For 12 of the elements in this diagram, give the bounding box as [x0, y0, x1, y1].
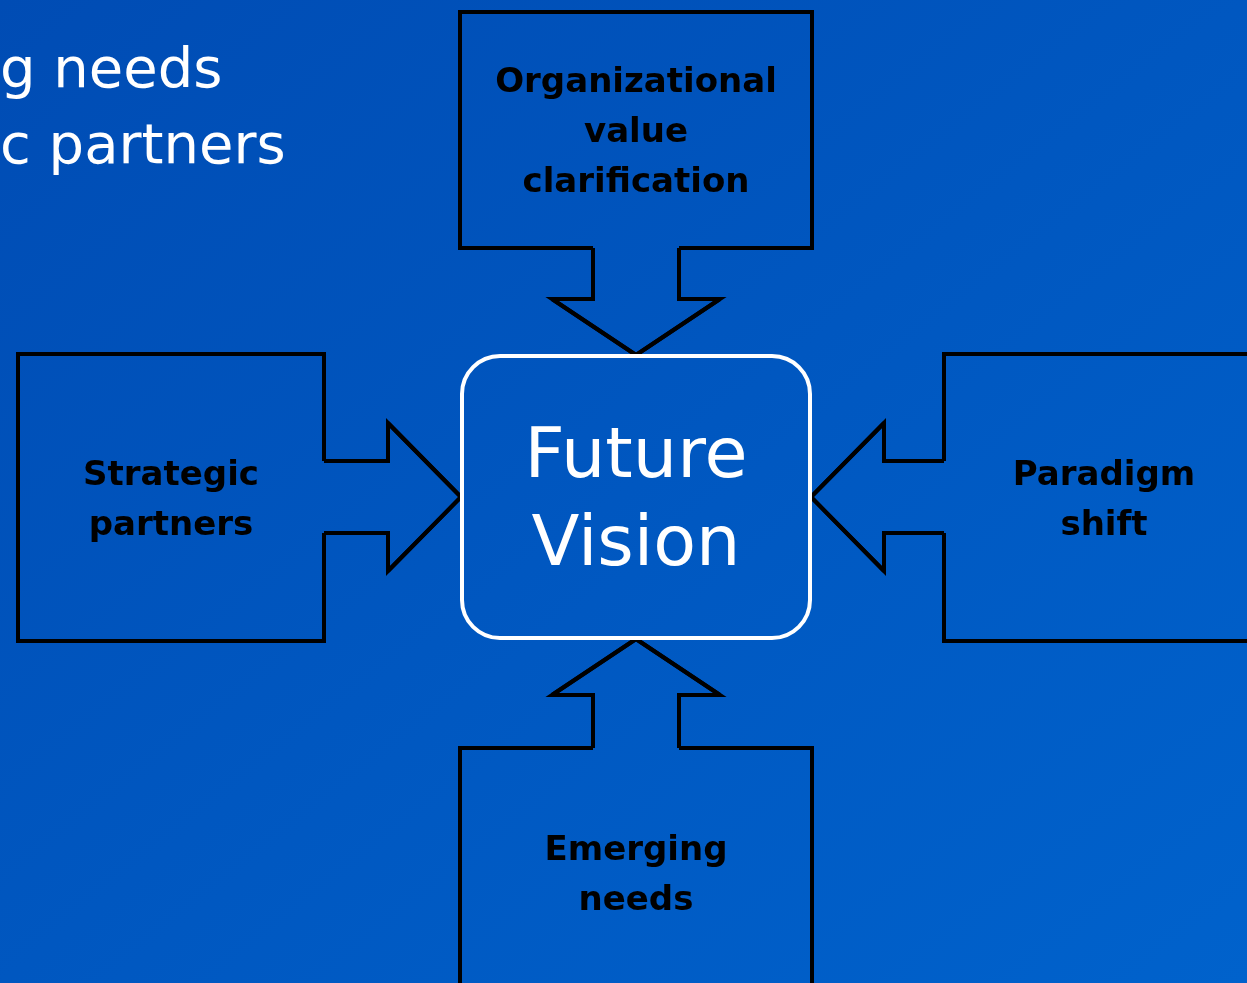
- callout-box: [460, 748, 812, 983]
- rounded-box: [460, 354, 812, 640]
- callout-box: [944, 354, 1247, 641]
- box-label: Strategic partners: [82, 451, 260, 545]
- box-label: Future Vision: [523, 411, 749, 584]
- slide-text: c partners: [0, 110, 286, 178]
- box-label: Organizational value clarification: [494, 59, 778, 202]
- box-label: Paradigm shift: [1011, 451, 1197, 545]
- callout-box: [18, 354, 324, 641]
- slide-text: g needs: [0, 34, 224, 102]
- box-label: Emerging needs: [543, 827, 729, 920]
- callout-box: [460, 12, 812, 248]
